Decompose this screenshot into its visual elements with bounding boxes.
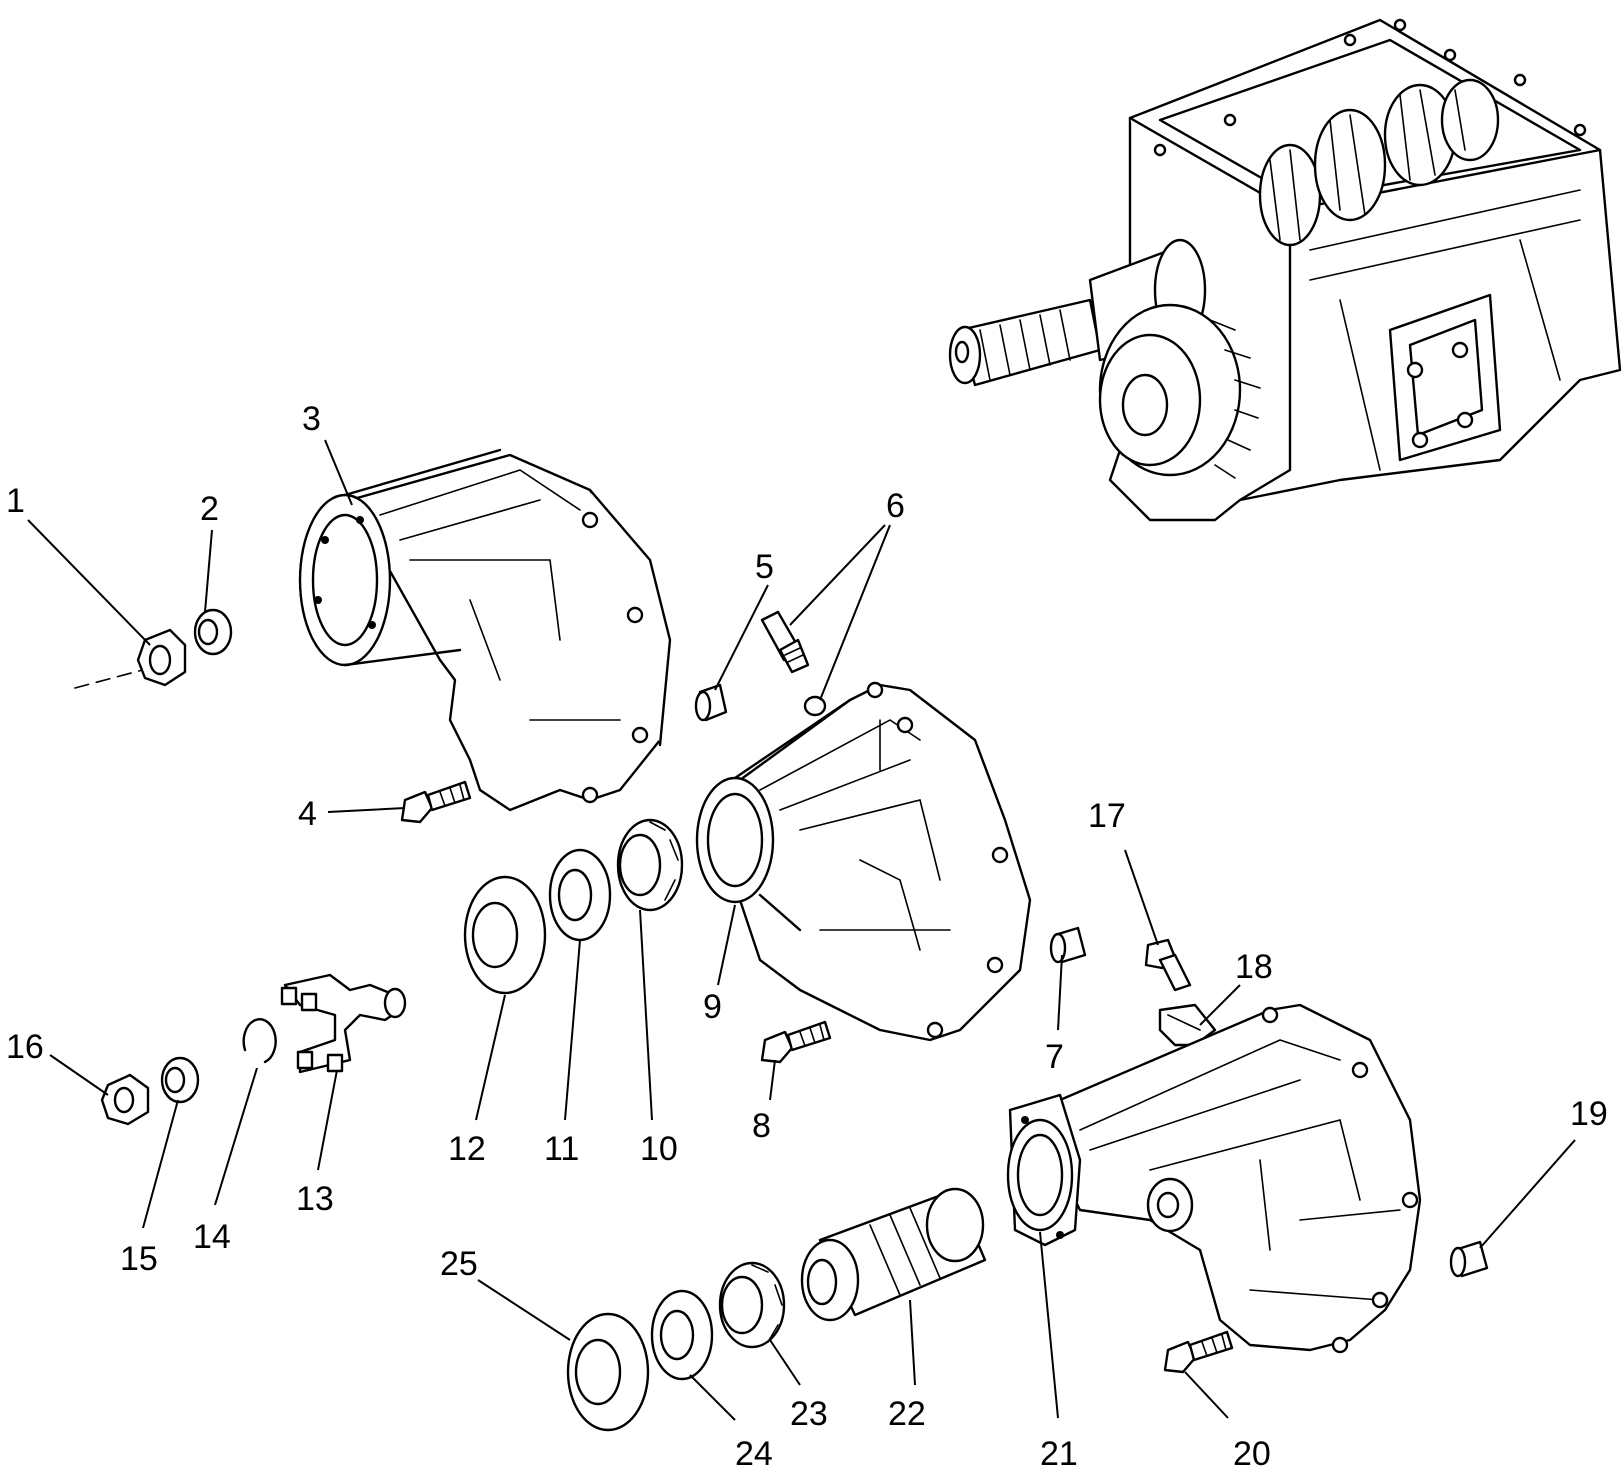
label-9: 9 bbox=[703, 988, 722, 1026]
label-2: 2 bbox=[200, 490, 219, 528]
yoke-icon bbox=[280, 973, 407, 1074]
dowel-pin-icon bbox=[1049, 926, 1087, 964]
label-10: 10 bbox=[640, 1130, 678, 1168]
label-6: 6 bbox=[886, 487, 905, 525]
hex-nut-icon bbox=[74, 628, 187, 689]
label-21: 21 bbox=[1040, 1435, 1078, 1473]
oil-seal-icon bbox=[463, 875, 547, 995]
washer-icon bbox=[548, 848, 612, 942]
label-20: 20 bbox=[1233, 1435, 1271, 1473]
dowel-pin-icon bbox=[694, 683, 728, 722]
snap-ring-icon bbox=[242, 1018, 277, 1064]
washer-icon bbox=[193, 608, 233, 656]
leader-lines bbox=[27, 439, 1576, 1421]
label-17: 17 bbox=[1088, 797, 1126, 835]
transmission-assembly-icon bbox=[948, 18, 1622, 522]
label-13: 13 bbox=[296, 1180, 334, 1218]
transfer-case-housing-icon bbox=[1006, 1003, 1422, 1354]
bolt-icon bbox=[760, 1020, 832, 1064]
label-22: 22 bbox=[888, 1395, 926, 1433]
roller-bearing-icon bbox=[718, 1261, 786, 1349]
label-5: 5 bbox=[755, 548, 774, 586]
label-3: 3 bbox=[302, 400, 321, 438]
bolt-icon bbox=[1144, 938, 1192, 992]
label-11: 11 bbox=[544, 1130, 579, 1168]
switch-icon bbox=[760, 610, 827, 717]
washer-icon bbox=[160, 1056, 200, 1104]
label-8: 8 bbox=[752, 1107, 771, 1145]
roller-bearing-icon bbox=[616, 818, 684, 912]
label-14: 14 bbox=[193, 1218, 231, 1256]
bolt-icon bbox=[400, 780, 472, 824]
label-1: 1 bbox=[6, 482, 25, 520]
label-4: 4 bbox=[298, 795, 317, 833]
label-15: 15 bbox=[120, 1240, 158, 1278]
label-12: 12 bbox=[448, 1130, 486, 1168]
transfer-case-housing-icon bbox=[298, 448, 672, 812]
transfer-case-housing-icon bbox=[695, 681, 1032, 1042]
sleeve-icon bbox=[800, 1187, 987, 1322]
hex-nut-icon bbox=[100, 1073, 150, 1126]
label-19: 19 bbox=[1570, 1095, 1608, 1133]
part-labels: 1 2 3 4 5 6 7 8 9 10 11 12 13 14 15 16 1… bbox=[6, 400, 1608, 1473]
label-25: 25 bbox=[440, 1245, 478, 1283]
washer-icon bbox=[650, 1289, 714, 1381]
label-23: 23 bbox=[790, 1395, 828, 1433]
label-24: 24 bbox=[735, 1435, 773, 1473]
dowel-pin-icon bbox=[1449, 1240, 1489, 1278]
oil-seal-icon bbox=[566, 1312, 650, 1432]
label-18: 18 bbox=[1235, 948, 1273, 986]
bolt-icon bbox=[1163, 1330, 1234, 1374]
label-7: 7 bbox=[1045, 1038, 1064, 1076]
label-16: 16 bbox=[6, 1028, 44, 1066]
